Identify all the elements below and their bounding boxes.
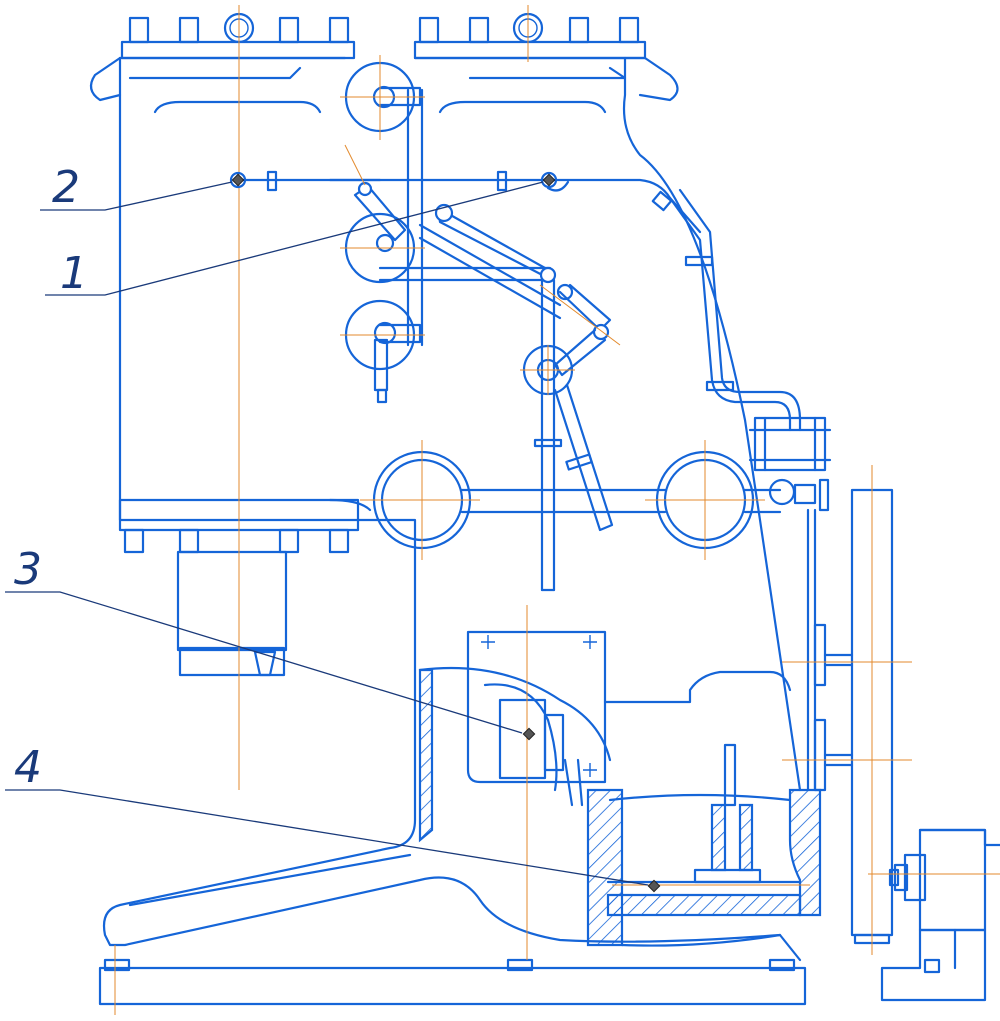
callout-label-1: 1 [60,248,88,299]
leader-lines [5,181,649,886]
mount-marks [481,635,597,777]
callout-markers [229,171,661,893]
ram-block [176,550,288,677]
callout-label-3: 3 [14,544,42,595]
callout-label-4: 4 [14,742,42,793]
air-pipe [651,188,832,472]
drive-motor [880,828,1000,1002]
top-flange-left [120,12,356,60]
base-plate [98,958,807,1006]
main-frame [89,56,802,962]
anvil-block [418,630,822,947]
top-flange-right [413,12,647,60]
callout-label-2: 2 [52,162,80,213]
axis-lines [114,5,1000,1015]
